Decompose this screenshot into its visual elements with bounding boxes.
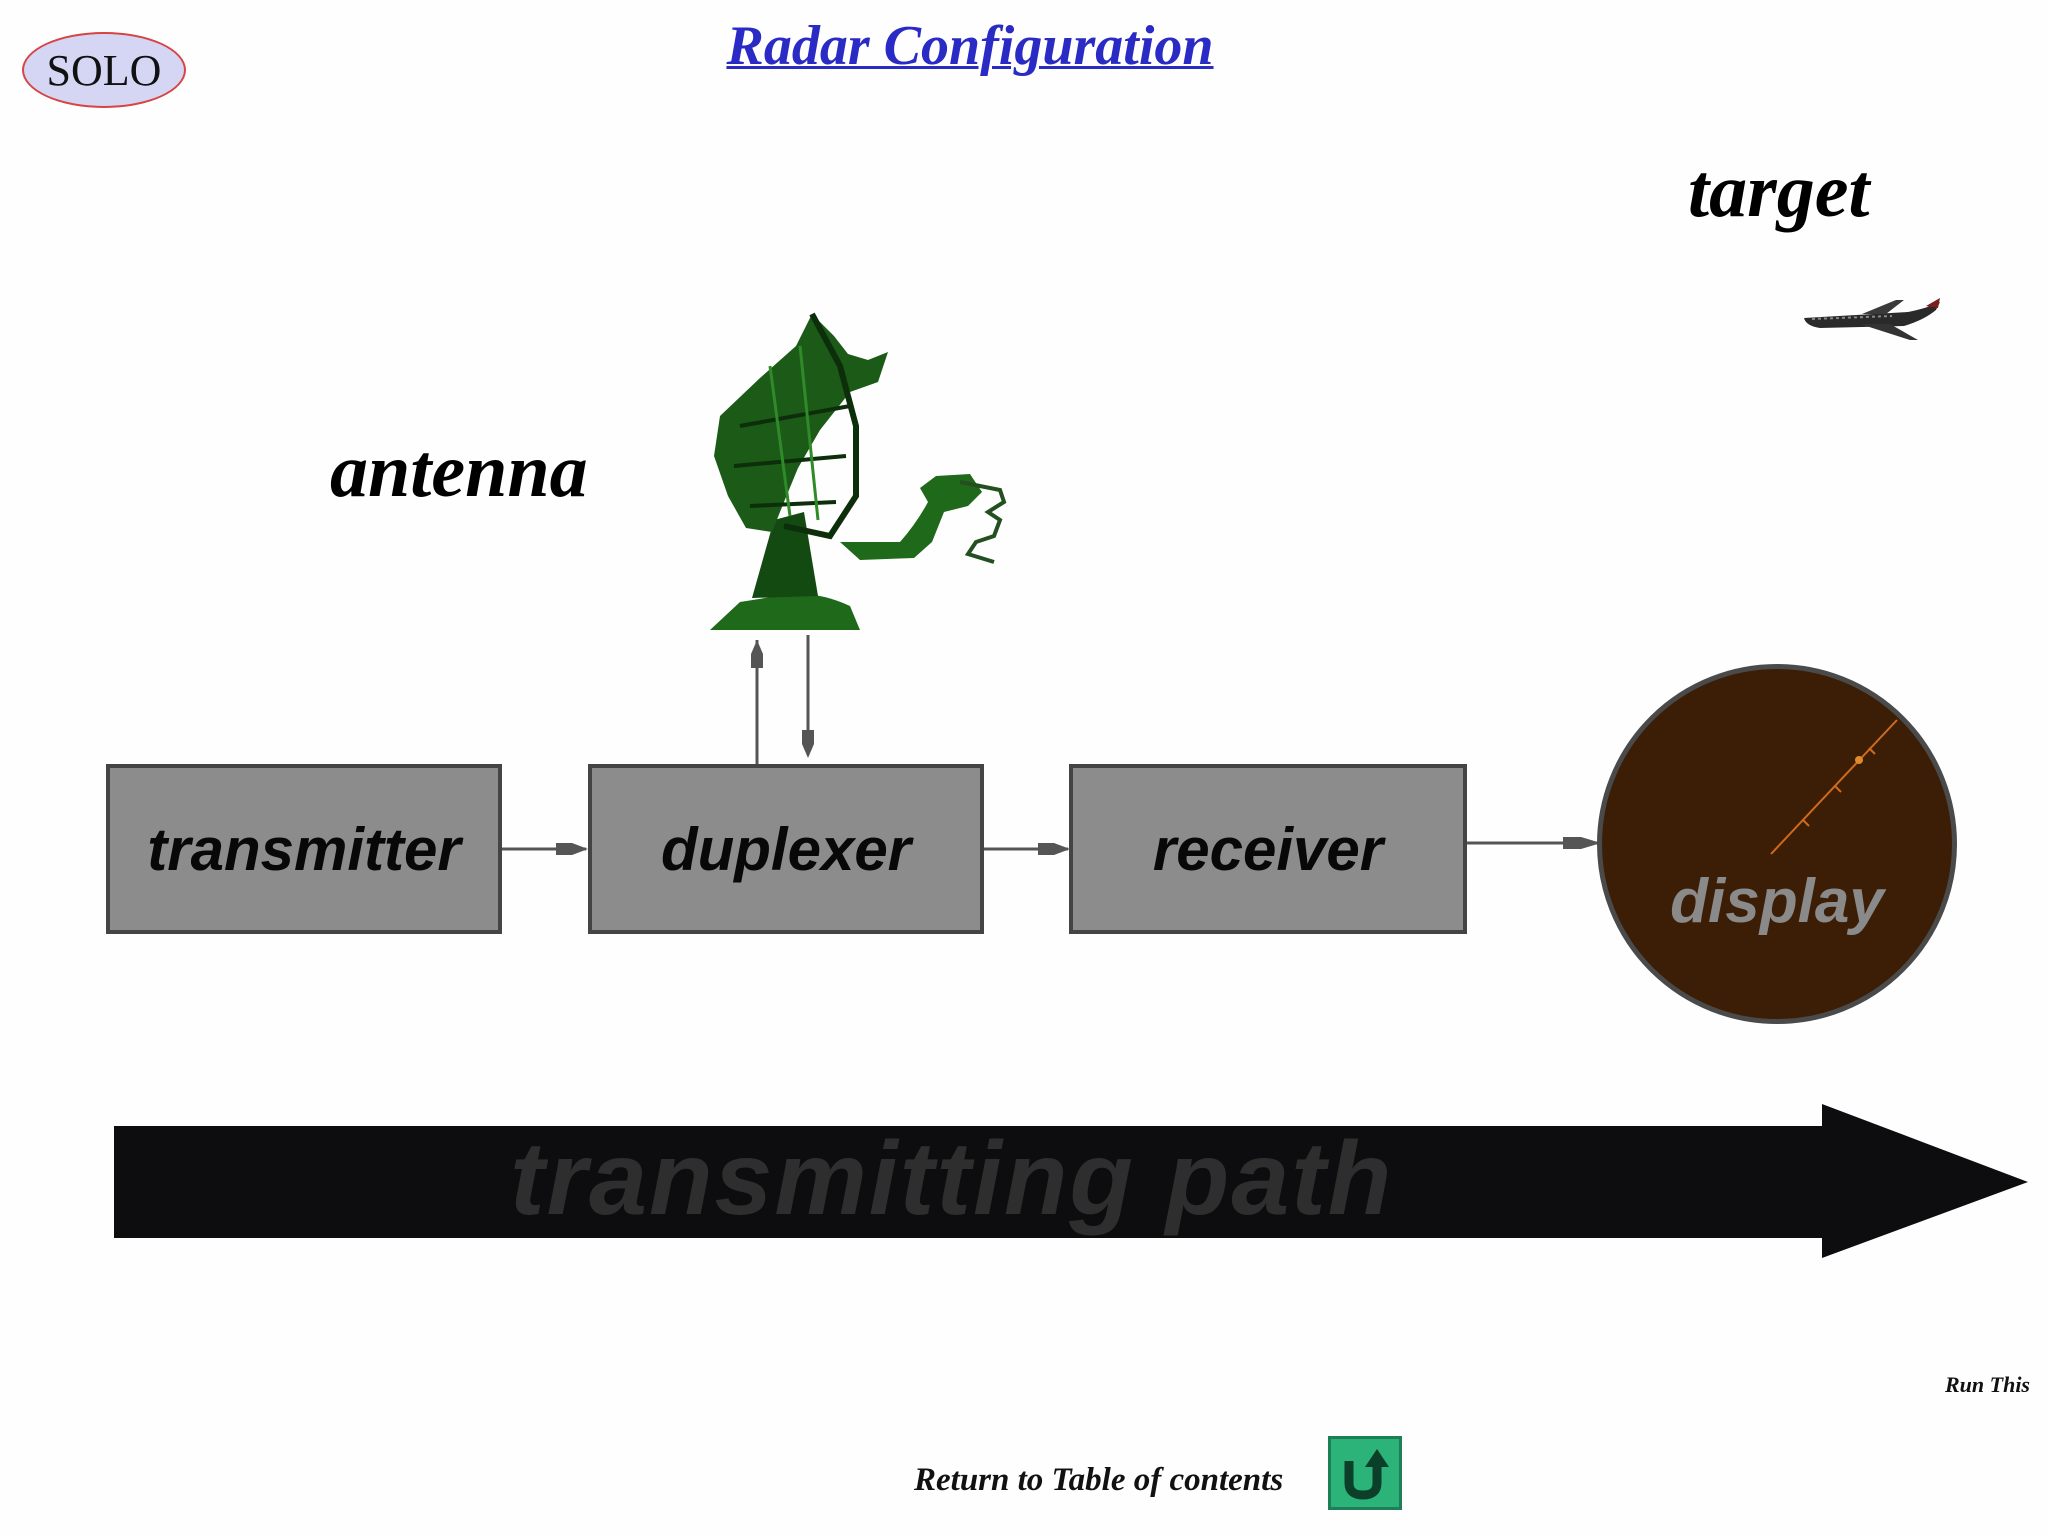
return-arrow-icon [1344, 1449, 1389, 1500]
page-title[interactable]: Radar Configuration [0, 14, 1940, 78]
transmitter-duplexer-connector [502, 843, 588, 855]
duplexer-block: duplexer [588, 764, 984, 934]
radar-dish-icon [710, 312, 1007, 630]
return-to-contents-link[interactable]: Return to Table of contents [914, 1462, 1284, 1498]
transmitting-path-arrow [114, 1104, 2028, 1258]
solo-logo-text: SOLO [46, 45, 162, 95]
duplexer-label: duplexer [660, 815, 912, 883]
run-this-link[interactable]: Run This [1945, 1372, 2030, 1397]
page-title-link[interactable]: Radar Configuration [726, 15, 1214, 77]
scope-sweep-icon [1770, 719, 1898, 855]
transmitting-path-label: transmitting path [510, 1121, 1394, 1237]
solo-logo: SOLO [22, 32, 186, 108]
airplane-icon [1804, 298, 1940, 340]
duplexer-receiver-connector [984, 843, 1070, 855]
return-button[interactable] [1328, 1436, 1402, 1510]
antenna-label: antenna [330, 429, 588, 513]
receiver-block: receiver [1069, 764, 1467, 934]
transmitter-block: transmitter [106, 764, 502, 934]
receiver-display-connector [1467, 837, 1601, 849]
antenna-duplexer-connector [751, 635, 814, 765]
display-scope [1597, 664, 1957, 1024]
display-label: display [1670, 867, 1884, 936]
receiver-label: receiver [1152, 815, 1384, 883]
target-label: target [1688, 149, 1870, 233]
transmitter-label: transmitter [147, 815, 461, 883]
